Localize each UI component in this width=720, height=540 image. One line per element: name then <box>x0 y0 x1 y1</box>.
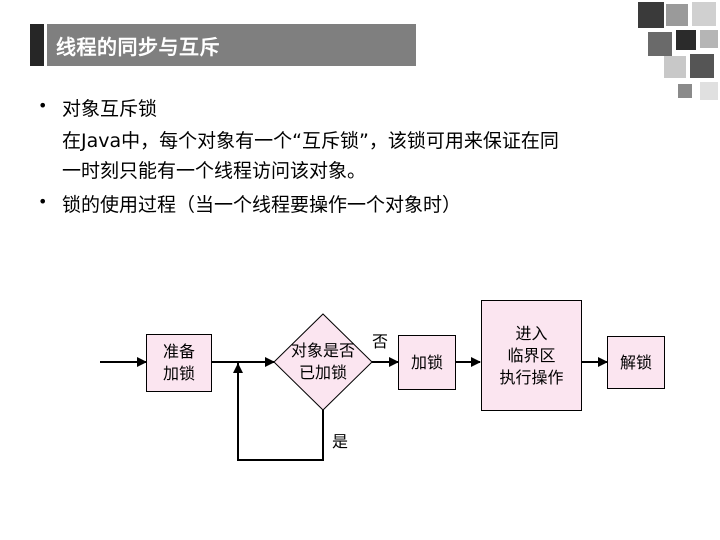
title-bar <box>30 24 416 66</box>
enter-line1: 进入 <box>515 323 548 343</box>
prepare-lock-box: 准备 加锁 <box>146 334 212 392</box>
decision-diamond <box>273 313 373 411</box>
bullet-item-1: 对象互斥锁 <box>62 98 158 120</box>
lock-box: 加锁 <box>398 335 456 390</box>
critical-section-box: 进入 临界区 执行操作 <box>481 300 582 411</box>
decision-text: 对象是否 已加锁 <box>274 340 372 384</box>
unlock-box: 解锁 <box>607 336 665 389</box>
enter-line2: 临界区 <box>507 345 556 365</box>
enter-line3: 执行操作 <box>499 367 564 387</box>
decision-line1: 对象是否 <box>290 341 355 360</box>
lock-label: 加锁 <box>410 352 443 372</box>
bullet-item-2: 锁的使用过程（当一个线程要操作一个对象时） <box>62 194 462 216</box>
prepare-lock-line1: 准备 <box>162 342 195 361</box>
decision-line2: 已加锁 <box>298 363 347 382</box>
title-accent-divider <box>44 24 47 66</box>
bullet-item-1-body-line1: 在Java中，每个对象有一个“互斥锁”，该锁可用来保证在同 <box>62 130 559 152</box>
decorative-tiles <box>638 2 718 100</box>
slide-title: 线程的同步与互斥 <box>56 35 220 59</box>
no-label: 否 <box>372 332 389 351</box>
bullet-dot-2: • <box>38 192 48 211</box>
prepare-lock-line2: 加锁 <box>162 364 195 383</box>
title-accent <box>30 24 44 66</box>
bullet-item-1-body-line2: 一时刻只能有一个线程访问该对象。 <box>62 160 367 182</box>
yes-label: 是 <box>332 432 349 451</box>
unlock-label: 解锁 <box>619 352 652 372</box>
bullet-dot-1: • <box>38 96 48 115</box>
